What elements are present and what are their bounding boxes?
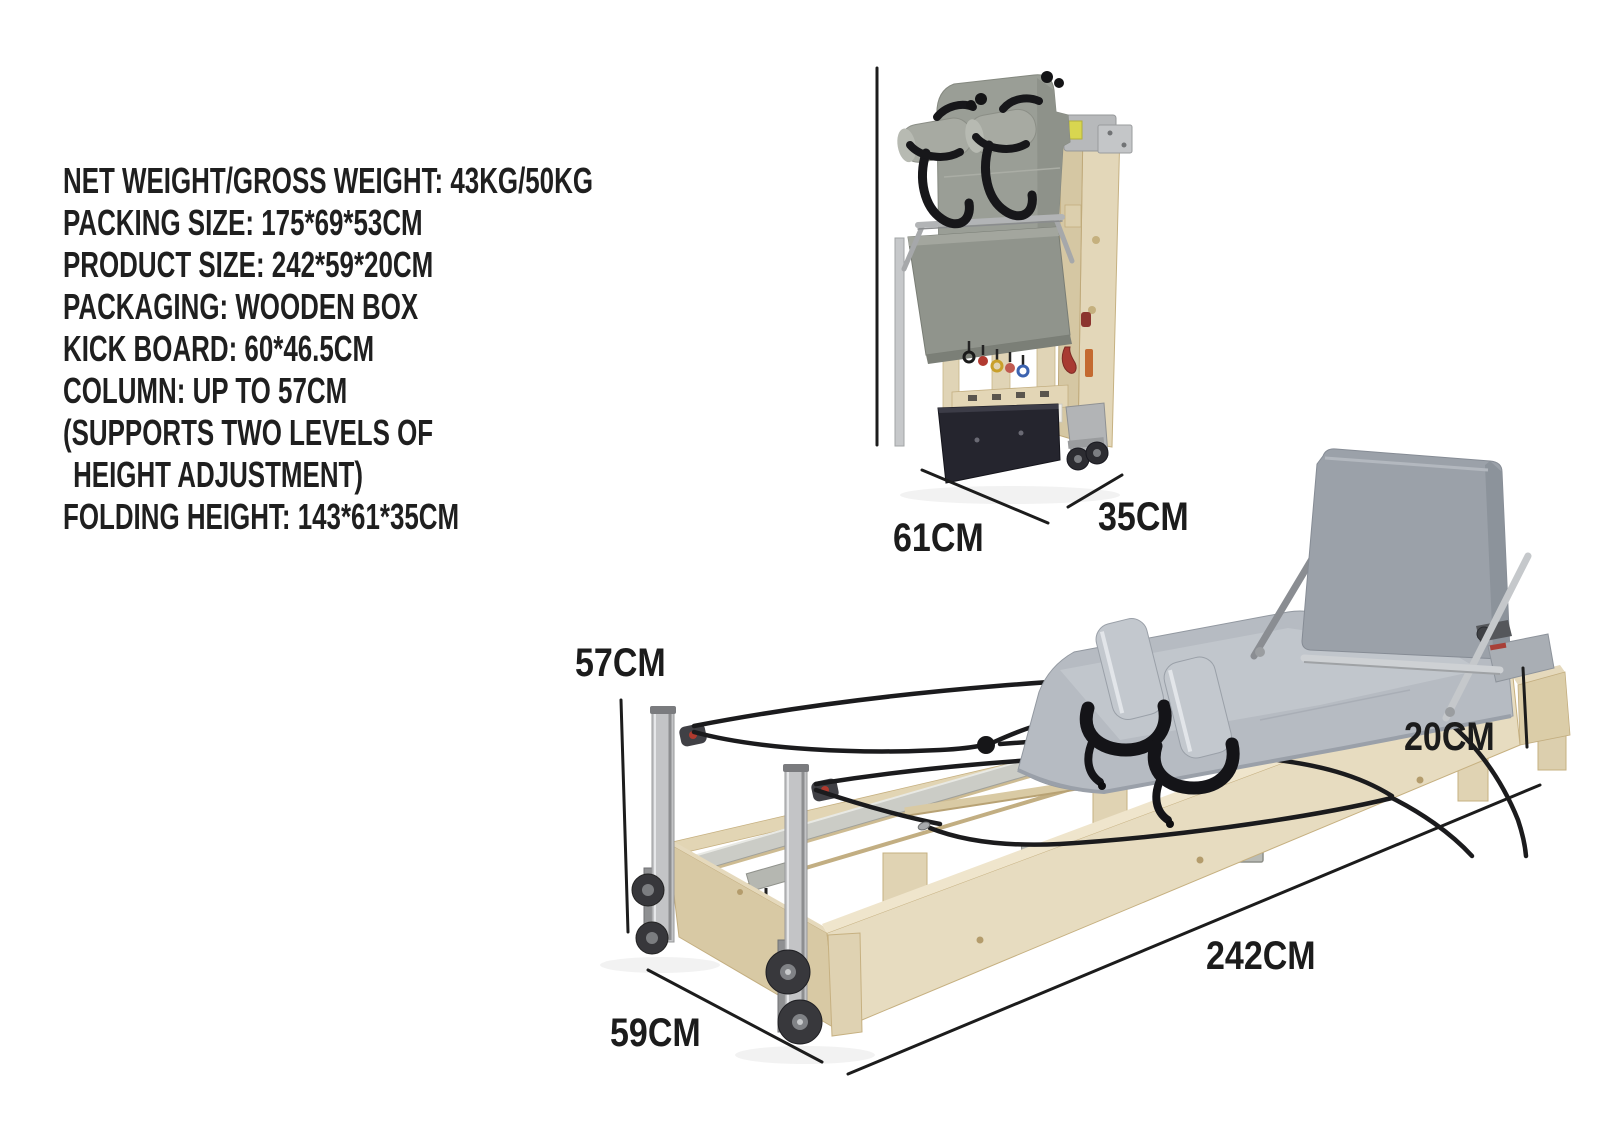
backrest-assembly [1250,448,1555,722]
spec-line-kick-board: KICK BOARD: 60*46.5CM [63,328,375,369]
folded-base-panel [937,403,1061,484]
pulley-columns [600,706,875,1064]
spec-line-product-size: PRODUCT SIZE: 242*59*20CM [63,244,434,285]
spec-line-folding-height: FOLDING HEIGHT: 143*61*35CM [63,496,460,537]
spec-line-packaging: PACKAGING: WOODEN BOX [63,286,419,327]
spec-list: NET WEIGHT/GROSS WEIGHT: 43KG/50KG PACKI… [63,160,593,538]
spec-line-adjustment: HEIGHT ADJUSTMENT) [73,454,364,495]
dim-label-length: 242CM [1206,934,1316,978]
dimension-line-242cm [846,783,1542,1076]
folded-reformer-illustration [875,66,1133,525]
folded-casters [900,402,1120,504]
dim-label-platform-height: 20CM [1404,715,1495,759]
open-reformer-illustration [600,448,1571,1076]
dimension-line-57cm [619,698,630,934]
dimension-line-61cm [920,468,1050,525]
spec-line-column: COLUMN: UP TO 57CM [63,370,348,411]
folded-flap [907,226,1072,364]
carriage-track [679,754,1048,876]
rope-stopper-ball [977,736,995,754]
dim-label-width: 59CM [610,1011,701,1055]
dimension-line-35cm [1066,473,1124,509]
dim-label-column-height: 57CM [575,641,666,685]
spec-line-supports: (SUPPORTS TWO LEVELS OF [63,412,434,453]
dimension-line-20cm [1521,666,1529,749]
folded-dimension-lines [875,66,1124,525]
folded-shoulder-rests [897,71,1064,229]
carriage-shoulder-rests [1079,618,1240,828]
spec-line-net-gross-weight: NET WEIGHT/GROSS WEIGHT: 43KG/50KG [63,160,593,201]
folded-latch-parts [1061,312,1093,377]
dim-label-folded-width: 61CM [893,516,984,560]
dimension-line-59cm [646,968,824,1064]
dim-label-folded-depth: 35CM [1098,495,1189,539]
open-dimension-lines [619,666,1542,1076]
spec-line-packing-size: PACKING SIZE: 175*69*53CM [63,202,423,243]
folded-rope-hooks [962,341,1030,378]
folded-top-bracket [1063,114,1133,154]
folded-left-rail [894,237,905,447]
